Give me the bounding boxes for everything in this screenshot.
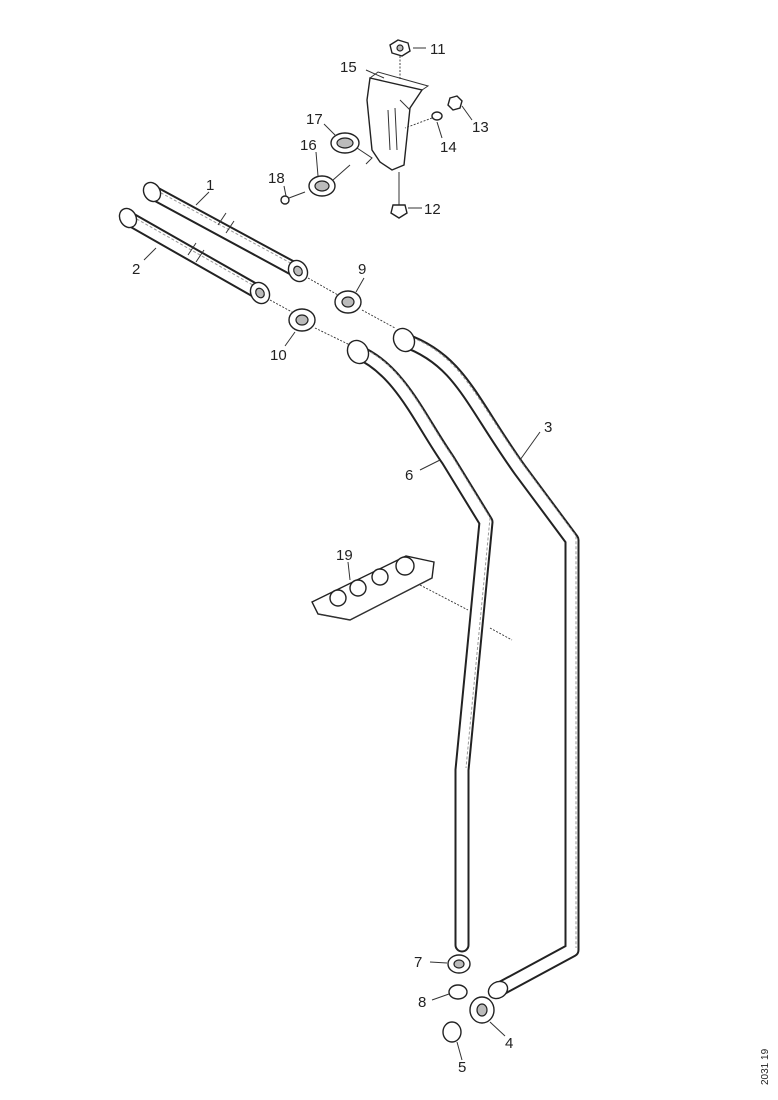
bracket-assembly [280, 39, 463, 219]
part-3-tube [392, 327, 580, 1000]
part-13-nut [447, 95, 463, 111]
part-9-fitting [307, 277, 396, 329]
part-5-ring [442, 1021, 462, 1043]
callout-7: 7 [414, 954, 422, 971]
part-1-tube [142, 181, 309, 283]
callout-13: 13 [472, 119, 489, 136]
part-18-screw [280, 191, 306, 205]
part-11-nut [389, 39, 411, 57]
part-8-ring [448, 984, 468, 1000]
callout-4: 4 [505, 1035, 513, 1052]
callout-10: 10 [270, 347, 287, 364]
callout-8: 8 [418, 994, 426, 1011]
callout-12: 12 [424, 201, 441, 218]
part-6-tube [346, 339, 494, 953]
part-17-clamp [330, 132, 373, 165]
figure-reference: 2031 19 [760, 1048, 771, 1085]
callout-18: 18 [268, 170, 285, 187]
callout-2: 2 [132, 261, 140, 278]
callout-1: 1 [206, 177, 214, 194]
callout-16: 16 [300, 137, 317, 154]
callout-15: 15 [340, 59, 357, 76]
callout-11: 11 [430, 41, 446, 58]
callout-14: 14 [440, 139, 457, 156]
callout-9: 9 [358, 261, 366, 278]
part-14-washer [431, 111, 443, 121]
callout-leaders [143, 47, 541, 1061]
callout-labels: 1 2 3 4 5 6 7 8 9 10 11 12 13 14 15 16 1… [132, 41, 552, 1076]
part-16-clamp [308, 164, 351, 197]
part-19-clamp-block [311, 555, 513, 641]
callout-6: 6 [405, 467, 413, 484]
part-15-bracket [366, 71, 430, 171]
part-7-nut [447, 954, 471, 974]
part-4-nut [469, 996, 495, 1024]
part-2-tube [118, 207, 271, 305]
part-10-fitting [269, 299, 351, 346]
callout-17: 17 [306, 111, 323, 128]
callout-19: 19 [336, 547, 353, 564]
part-12-bolt [390, 172, 408, 219]
callout-5: 5 [458, 1059, 466, 1076]
callout-3: 3 [544, 419, 552, 436]
